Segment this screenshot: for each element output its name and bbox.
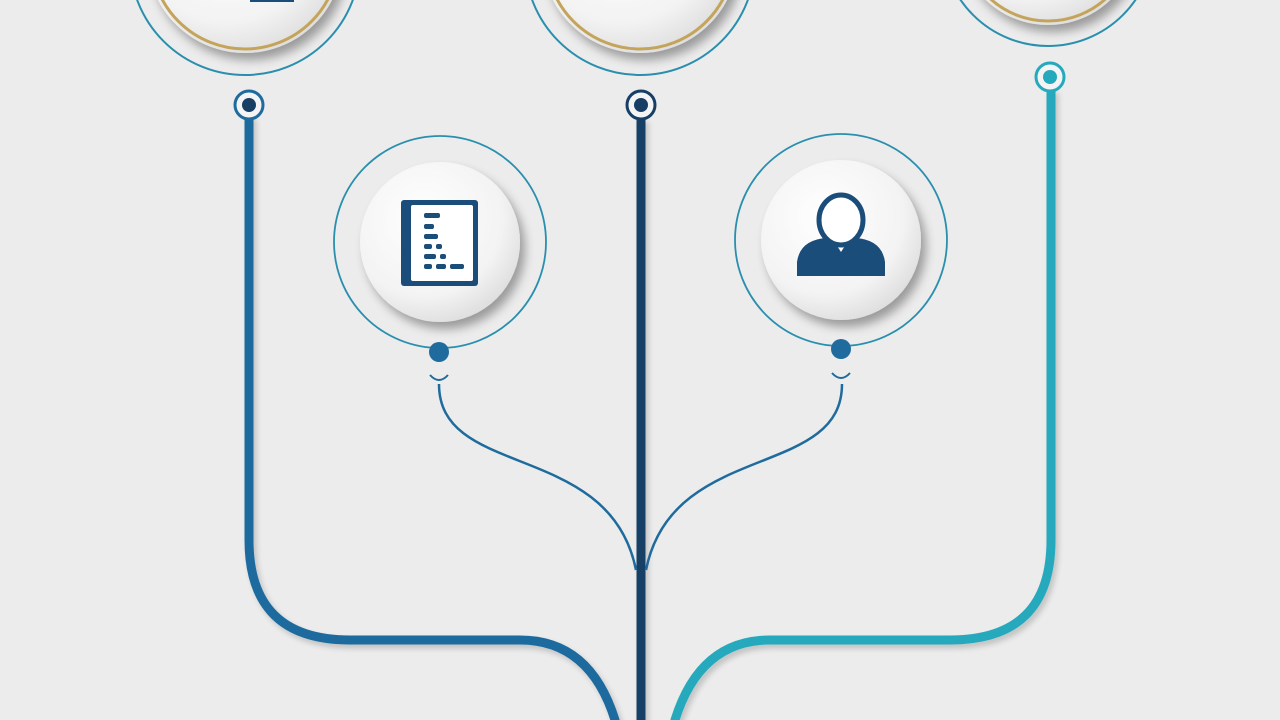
icon-node-document [333, 135, 547, 381]
connector-document [437, 383, 638, 571]
node-dot-person [831, 339, 851, 359]
top-node-center [531, 0, 749, 76]
top-node-right [959, 0, 1137, 47]
branch-line-right [670, 87, 1056, 720]
ring-connector-left [233, 89, 265, 121]
ring-connector-center [625, 89, 657, 121]
document-icon [401, 200, 478, 286]
ring-connector-right [1034, 61, 1066, 93]
top-node-left [136, 0, 354, 76]
person-icon [797, 192, 885, 276]
connector-person [644, 383, 844, 571]
trunk-lines [244, 87, 1056, 720]
icon-node-person [734, 133, 948, 379]
cropped-icon-fragment [250, 0, 294, 2]
branch-line-left [244, 113, 620, 720]
node-dot-document [429, 342, 449, 362]
